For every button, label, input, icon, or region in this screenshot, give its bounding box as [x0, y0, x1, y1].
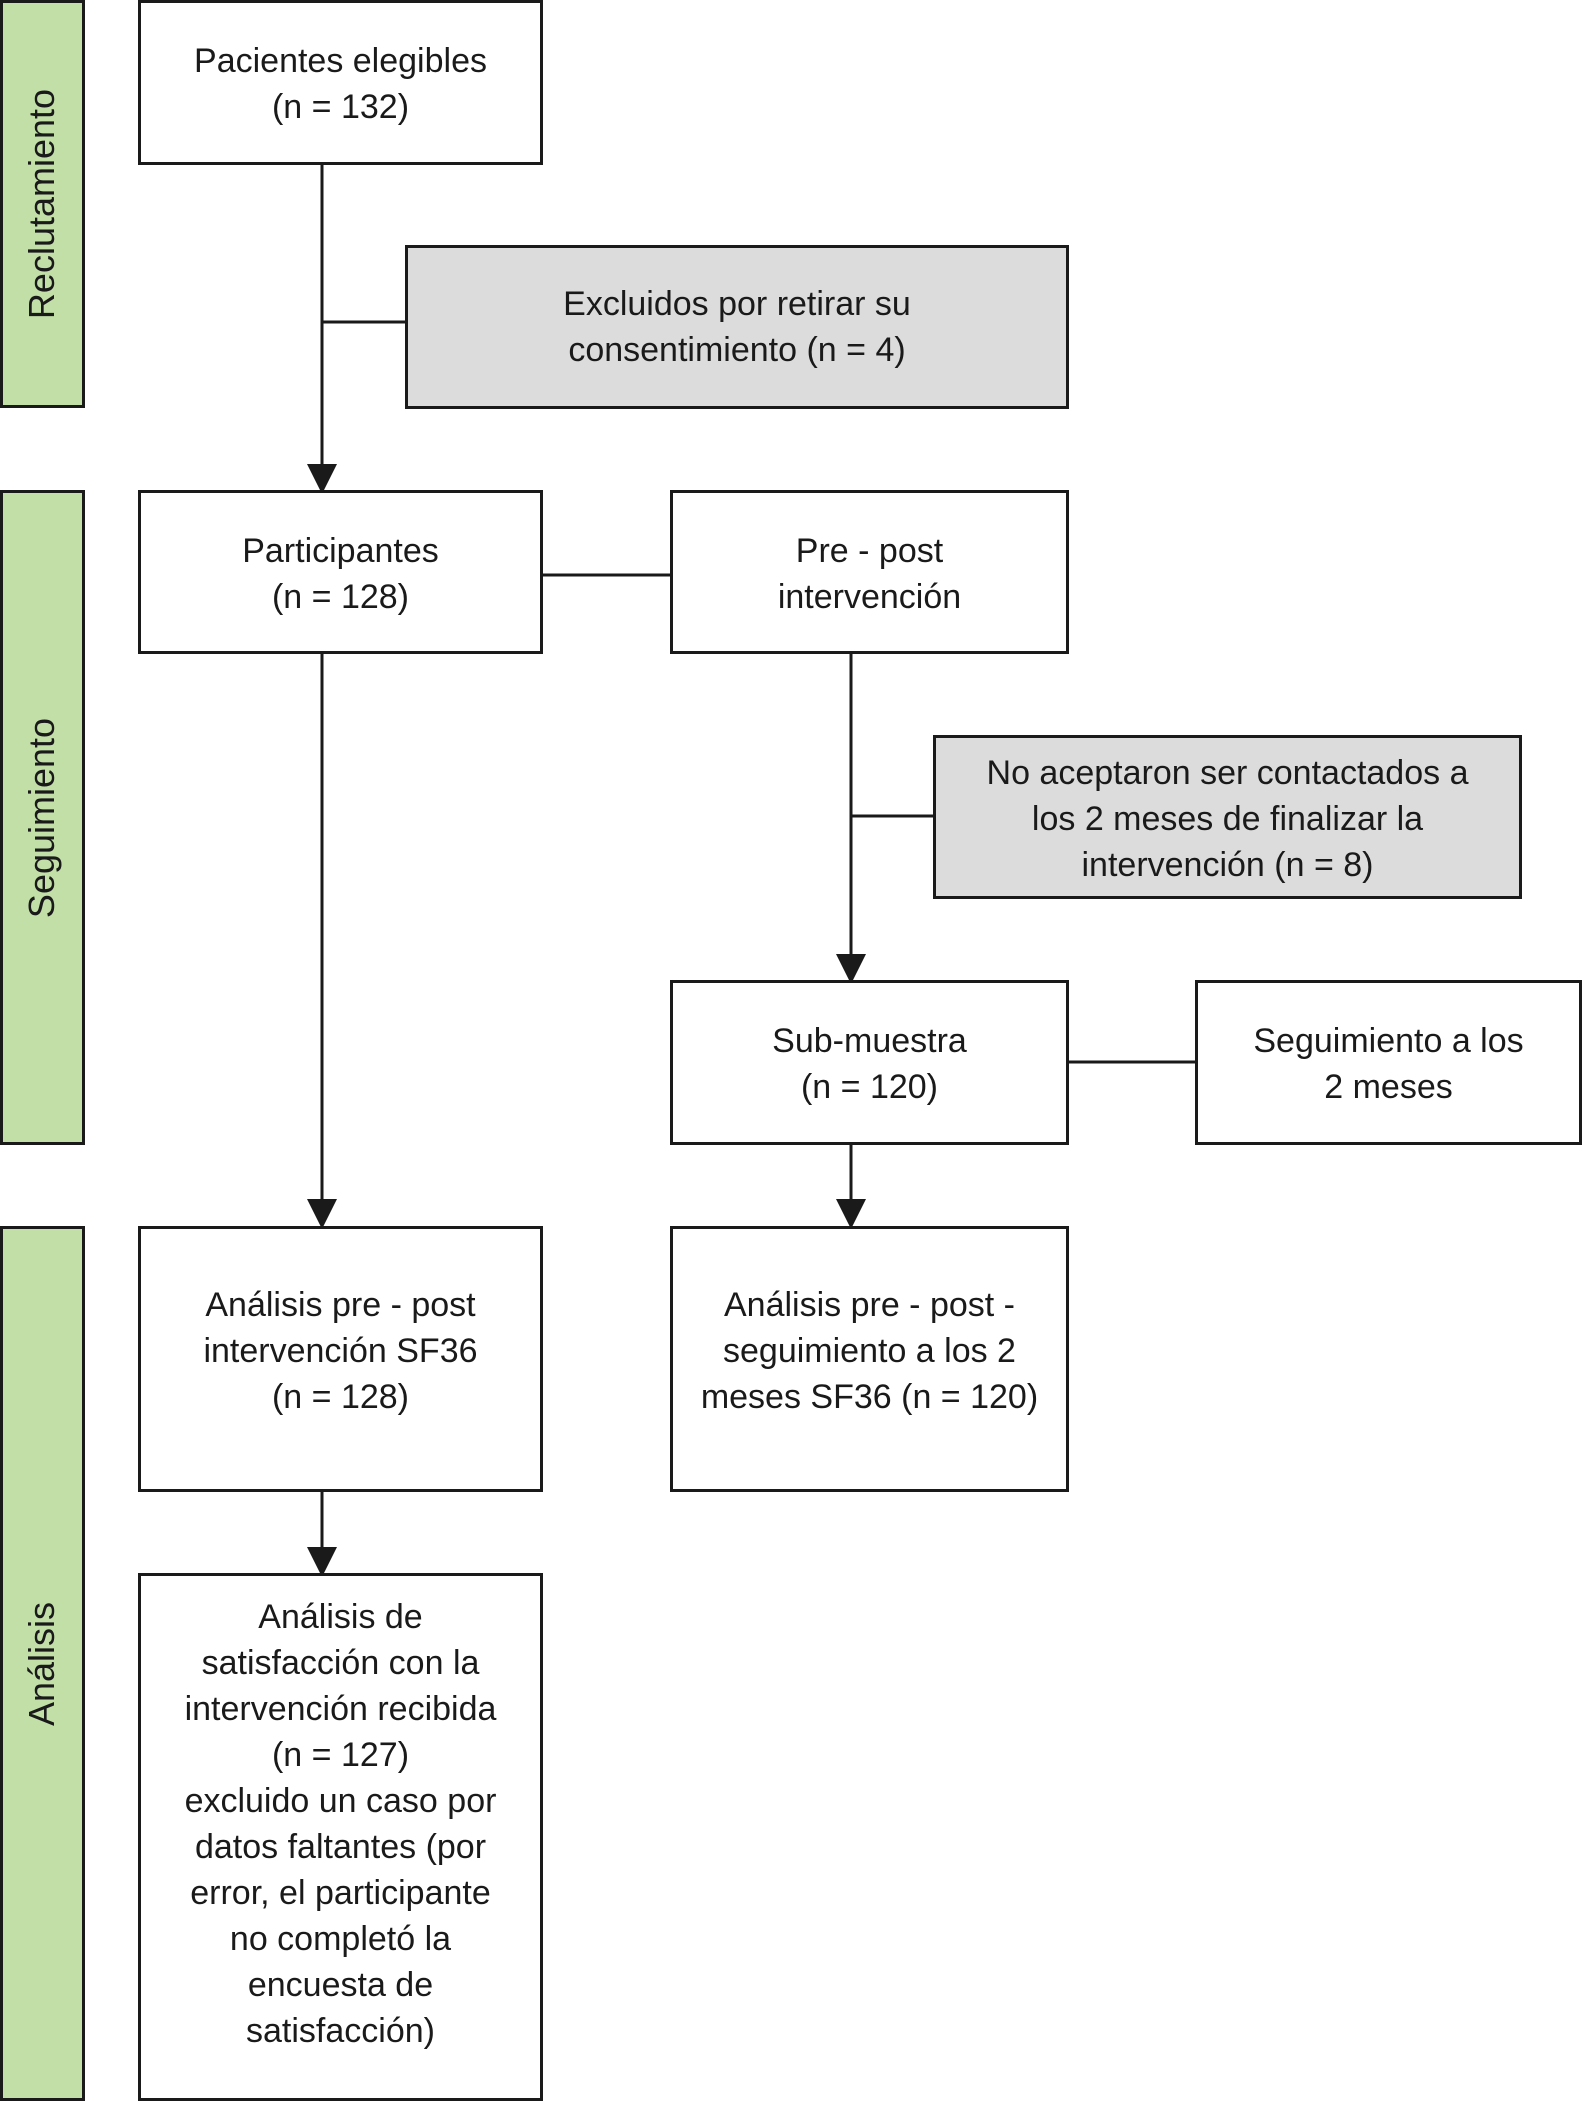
- phase-bar-followup: Seguimiento: [0, 490, 85, 1145]
- not-contacted-text: No aceptaron ser contactados a los 2 mes…: [986, 754, 1469, 884]
- phase-label-recruitment: Reclutamiento: [21, 88, 63, 320]
- box-excluded-consent: Excluidos por retirar su consentimiento …: [405, 245, 1069, 409]
- box-analysis-followup: Análisis pre - post - seguimiento a los …: [670, 1226, 1069, 1492]
- analysis-satisfaction-text: Análisis de satisfacción con la interven…: [184, 1598, 497, 2050]
- subsample-text: Sub-muestra (n = 120): [772, 1022, 967, 1106]
- box-followup-2-months: Seguimiento a los 2 meses: [1195, 980, 1582, 1145]
- box-not-contacted: No aceptaron ser contactados a los 2 mes…: [933, 735, 1522, 899]
- phase-label-followup: Seguimiento: [21, 717, 63, 918]
- box-eligible-patients: Pacientes elegibles (n = 132): [138, 0, 543, 165]
- excluded-consent-text: Excluidos por retirar su consentimiento …: [563, 285, 911, 369]
- phase-bar-analysis: Análisis: [0, 1226, 85, 2101]
- box-subsample: Sub-muestra (n = 120): [670, 980, 1069, 1145]
- eligible-patients-text: Pacientes elegibles (n = 132): [194, 42, 487, 126]
- box-analysis-pre-post: Análisis pre - post intervención SF36 (n…: [138, 1226, 543, 1492]
- box-analysis-satisfaction: Análisis de satisfacción con la interven…: [138, 1573, 543, 2101]
- phase-label-analysis: Análisis: [21, 1601, 63, 1726]
- box-participants: Participantes (n = 128): [138, 490, 543, 654]
- pre-post-intervention-text: Pre - post intervención: [777, 532, 962, 616]
- box-pre-post-intervention: Pre - post intervención: [670, 490, 1069, 654]
- followup-2-months-text: Seguimiento a los 2 meses: [1253, 1022, 1524, 1106]
- analysis-pre-post-text: Análisis pre - post intervención SF36 (n…: [203, 1286, 478, 1416]
- participants-text: Participantes (n = 128): [242, 532, 439, 616]
- analysis-followup-text: Análisis pre - post - seguimiento a los …: [700, 1286, 1039, 1416]
- phase-bar-recruitment: Reclutamiento: [0, 0, 85, 408]
